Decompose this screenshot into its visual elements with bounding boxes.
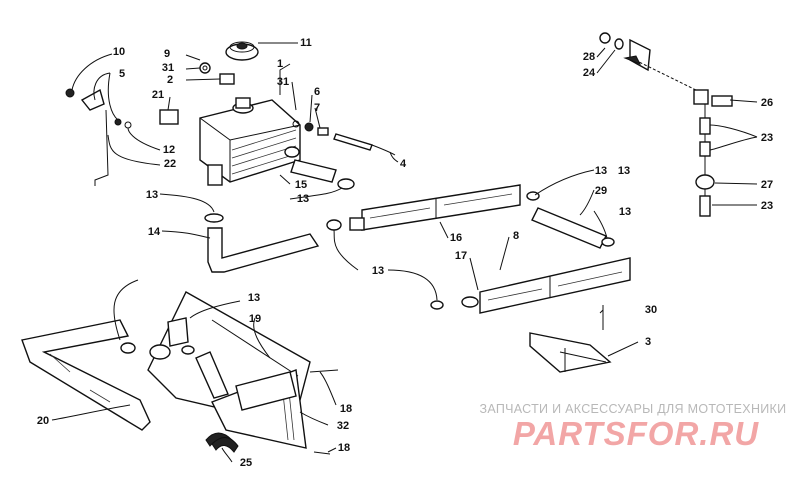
callout-28: 28 (583, 51, 595, 63)
callout-1: 1 (277, 58, 283, 70)
callout-31b: 31 (277, 76, 289, 88)
mounting-bracket (529, 332, 612, 373)
callout-13-center: 13 (372, 265, 384, 277)
coolant-tank (199, 97, 301, 186)
connector-tube (531, 207, 615, 249)
callout-24: 24 (583, 67, 596, 79)
callout-labels: 10 5 9 31 2 11 1 31 21 6 7 12 22 4 15 13… (37, 37, 773, 469)
callout-19: 19 (249, 313, 261, 325)
overflow-hose (333, 133, 396, 156)
callout-16: 16 (450, 232, 462, 244)
callout-11: 11 (300, 37, 312, 49)
callout-4: 4 (400, 158, 407, 170)
callout-13-tank: 13 (297, 193, 309, 205)
hose-clamp (430, 300, 444, 310)
callout-18-lower: 18 (338, 442, 350, 454)
callout-13-right: 13 (595, 165, 607, 177)
callout-8: 8 (513, 230, 519, 242)
callout-13-upper: 13 (618, 165, 630, 177)
callout-9: 9 (164, 48, 170, 60)
callout-18-upper: 18 (340, 403, 352, 415)
callout-6: 6 (314, 86, 320, 98)
callout-29: 29 (595, 185, 607, 197)
duct-parts (120, 317, 297, 411)
watermark-brand: PARTSFOR.RU (513, 415, 759, 452)
hose-clamp (326, 219, 342, 231)
callout-21: 21 (152, 89, 164, 101)
rivets-lower (309, 369, 339, 455)
callout-31: 31 (162, 62, 174, 74)
callout-7: 7 (314, 102, 320, 114)
radiator-hose (21, 319, 151, 431)
callout-25: 25 (240, 457, 252, 469)
heat-exchanger-lower (461, 257, 631, 314)
leader-lines (51, 42, 758, 463)
callout-15: 15 (295, 179, 307, 191)
small-parts-left (65, 62, 235, 186)
sensor-assembly (599, 32, 733, 217)
callout-17: 17 (455, 250, 467, 262)
filler-cap (225, 41, 259, 61)
callout-20: 20 (37, 415, 49, 427)
clip-set (205, 432, 239, 453)
callout-10: 10 (113, 46, 125, 58)
callout-2: 2 (167, 74, 173, 86)
center-hose (204, 213, 320, 273)
callout-14: 14 (148, 226, 161, 238)
tank-outlet-hose (284, 146, 355, 190)
callout-13-mid: 13 (619, 206, 631, 218)
callout-27: 27 (761, 179, 773, 191)
callout-5: 5 (119, 68, 125, 80)
callout-22: 22 (164, 158, 176, 170)
callout-13-left: 13 (146, 189, 158, 201)
callout-30: 30 (645, 304, 657, 316)
callout-32: 32 (337, 420, 349, 432)
watermark-caption: ЗАПЧАСТИ И АКСЕССУАРЫ ДЛЯ МОТОТЕХНИКИ (480, 402, 787, 416)
callout-26: 26 (761, 97, 773, 109)
callout-13-lower: 13 (248, 292, 260, 304)
callout-3: 3 (645, 336, 651, 348)
small-parts-right (292, 120, 329, 136)
heat-exchanger-upper (349, 184, 521, 231)
callout-12: 12 (163, 144, 175, 156)
callout-23-upper: 23 (761, 132, 773, 144)
callout-23-lower: 23 (761, 200, 773, 212)
